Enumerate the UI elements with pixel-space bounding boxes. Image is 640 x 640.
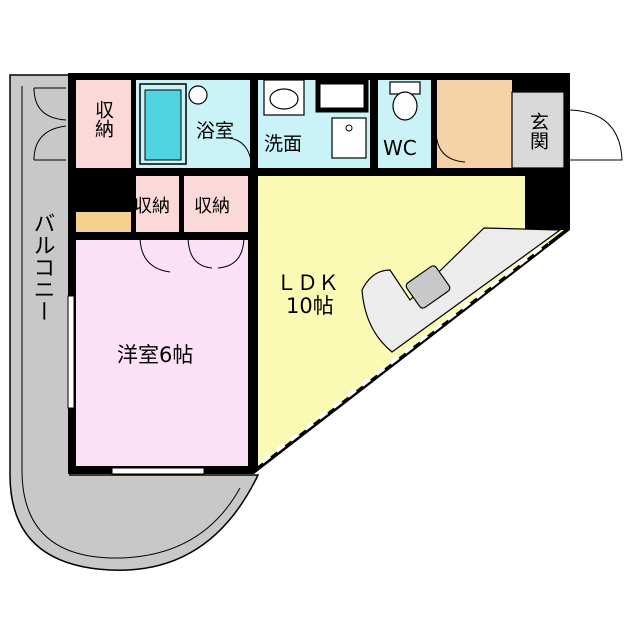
western-room bbox=[76, 240, 248, 466]
label-toilet: WC bbox=[383, 136, 417, 160]
washroom-door-icon bbox=[227, 137, 253, 169]
western-window-left bbox=[67, 295, 75, 409]
label-ldk: ＬＤＫ bbox=[276, 271, 339, 295]
balcony-door-icon bbox=[33, 87, 67, 121]
label-storage-top-left: 収納 bbox=[92, 100, 114, 138]
label-storage-mid-1: 収納 bbox=[134, 196, 170, 217]
bathtub-inner bbox=[144, 89, 182, 161]
closet-door-1-icon bbox=[139, 235, 171, 273]
toilet-door-icon bbox=[435, 129, 466, 163]
balcony-door2-icon bbox=[33, 125, 67, 161]
balcony-area bbox=[9, 74, 260, 571]
balcony-inner-rail bbox=[21, 86, 241, 559]
wash-basin-icon bbox=[269, 88, 299, 110]
kitchen-counter bbox=[361, 227, 562, 353]
storage-mid-2 bbox=[184, 176, 248, 232]
washer-space bbox=[315, 79, 369, 113]
washer-pan bbox=[331, 117, 367, 159]
entrance-step bbox=[511, 91, 565, 169]
drain-icon bbox=[345, 124, 353, 132]
toilet-bowl-icon bbox=[392, 91, 418, 121]
label-entrance: 玄関 bbox=[527, 112, 549, 150]
diagonal-window bbox=[260, 240, 550, 464]
storage-top-left bbox=[76, 80, 131, 168]
label-western-room: 洋室6帖 bbox=[117, 343, 193, 367]
label-bath: 浴室 bbox=[196, 120, 234, 142]
label-balcony: バルコニー bbox=[30, 212, 55, 322]
storage-mid-1 bbox=[136, 176, 179, 232]
entrance-door-icon bbox=[569, 109, 623, 161]
entrance-hall bbox=[437, 80, 512, 168]
bath-faucet-icon bbox=[188, 85, 208, 105]
kitchen-sink-icon bbox=[405, 265, 451, 309]
label-ldk-size: 10帖 bbox=[286, 294, 334, 318]
floor-strip bbox=[76, 212, 131, 232]
closet-door-2-icon bbox=[187, 235, 245, 269]
label-washroom: 洗面 bbox=[264, 133, 302, 155]
western-window-bottom bbox=[111, 467, 205, 475]
label-storage-mid-2: 収納 bbox=[194, 196, 230, 217]
